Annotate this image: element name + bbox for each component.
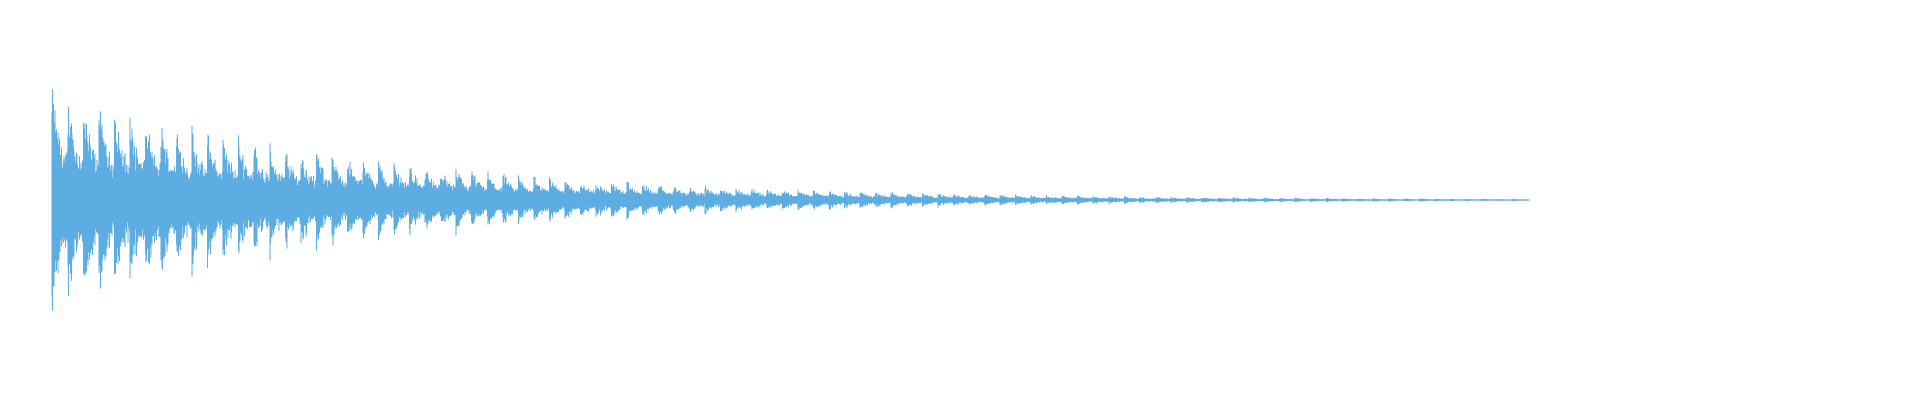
waveform-strokes — [51, 88, 1530, 311]
waveform-path — [51, 88, 1529, 311]
